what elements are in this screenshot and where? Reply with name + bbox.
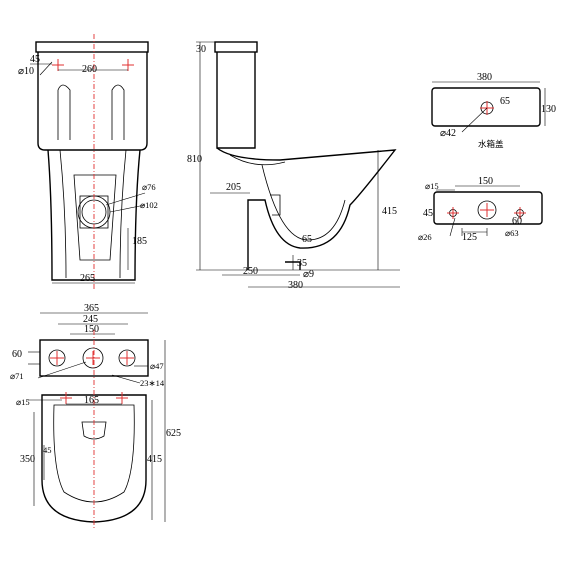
top-view: 365 245 150 60 ⌀71 ⌀47 23∗14 ⌀15 165 45 …: [10, 303, 181, 530]
dim-side-9: ⌀9: [303, 269, 314, 280]
tank-bottom-outlet: [477, 200, 497, 220]
dim-top-60: 60: [12, 349, 22, 360]
side-bowl: [216, 147, 397, 270]
dim-tank-380: 380: [477, 72, 492, 83]
dim-top-415: 415: [147, 454, 162, 465]
dim-front-260: 260: [82, 64, 97, 75]
dim-top-47: ⌀47: [150, 361, 164, 371]
dim-side-250: 250: [243, 266, 258, 277]
dim-top-365: 365: [84, 303, 99, 314]
front-view: 45 ⌀10 260 ⌀76 ⌀102 185 265: [18, 34, 158, 290]
tank-bottom-view: 150 ⌀15 45 ⌀26 125 60 ⌀63: [418, 176, 543, 243]
dim-front-185: 185: [132, 236, 147, 247]
dim-side-205: 205: [226, 182, 241, 193]
dim-side-30: 30: [196, 44, 206, 55]
dim-tank-65: 65: [500, 96, 510, 107]
tank-lid-view: 380 65 130 ⌀42 水箱盖: [431, 72, 556, 149]
dim-side-380: 380: [288, 280, 303, 291]
tank-lid-outline: [431, 87, 541, 127]
dim-top-23x14: 23∗14: [140, 378, 165, 388]
dim-top-350: 350: [20, 454, 35, 465]
dim-tb-63: ⌀63: [505, 228, 519, 238]
dim-top-45: 45: [43, 445, 52, 455]
dim-side-415: 415: [382, 206, 397, 217]
dim-side-65: 65: [302, 234, 312, 245]
dim-top-245: 245: [83, 314, 98, 325]
side-tank: [216, 52, 256, 149]
dim-side-810: 810: [187, 154, 202, 165]
dim-top-625: 625: [166, 428, 181, 439]
dim-front-10: ⌀10: [18, 66, 34, 77]
dim-tb-60: 60: [512, 216, 522, 227]
dim-top-71: ⌀71: [10, 371, 24, 381]
dim-front-265: 265: [80, 273, 95, 284]
dim-tb-26: ⌀26: [418, 232, 432, 242]
dim-side-35: 35: [297, 258, 307, 269]
side-view: 30 810 205 415 65 35 ⌀9 250 380: [187, 41, 400, 291]
dim-front-102: ⌀102: [140, 200, 158, 210]
dim-top-150: 150: [84, 324, 99, 335]
dim-front-45: 45: [30, 54, 40, 65]
front-pedestal: [47, 149, 141, 281]
dim-tank-42: ⌀42: [440, 128, 456, 139]
dim-tb-150: 150: [478, 176, 493, 187]
dim-front-76: ⌀76: [142, 182, 156, 192]
dim-tank-130: 130: [541, 104, 556, 115]
dim-tb-15: ⌀15: [425, 181, 439, 191]
front-tank-body: [37, 52, 148, 151]
dim-top-165: 165: [84, 395, 99, 406]
tank-bottom-outline: [433, 191, 543, 225]
tank-lid-note: 水箱盖: [478, 139, 504, 149]
dim-tb-125: 125: [462, 232, 477, 243]
dim-top-15: ⌀15: [16, 397, 30, 407]
front-tank-lid: [35, 41, 149, 53]
dim-tb-45: 45: [423, 208, 433, 219]
